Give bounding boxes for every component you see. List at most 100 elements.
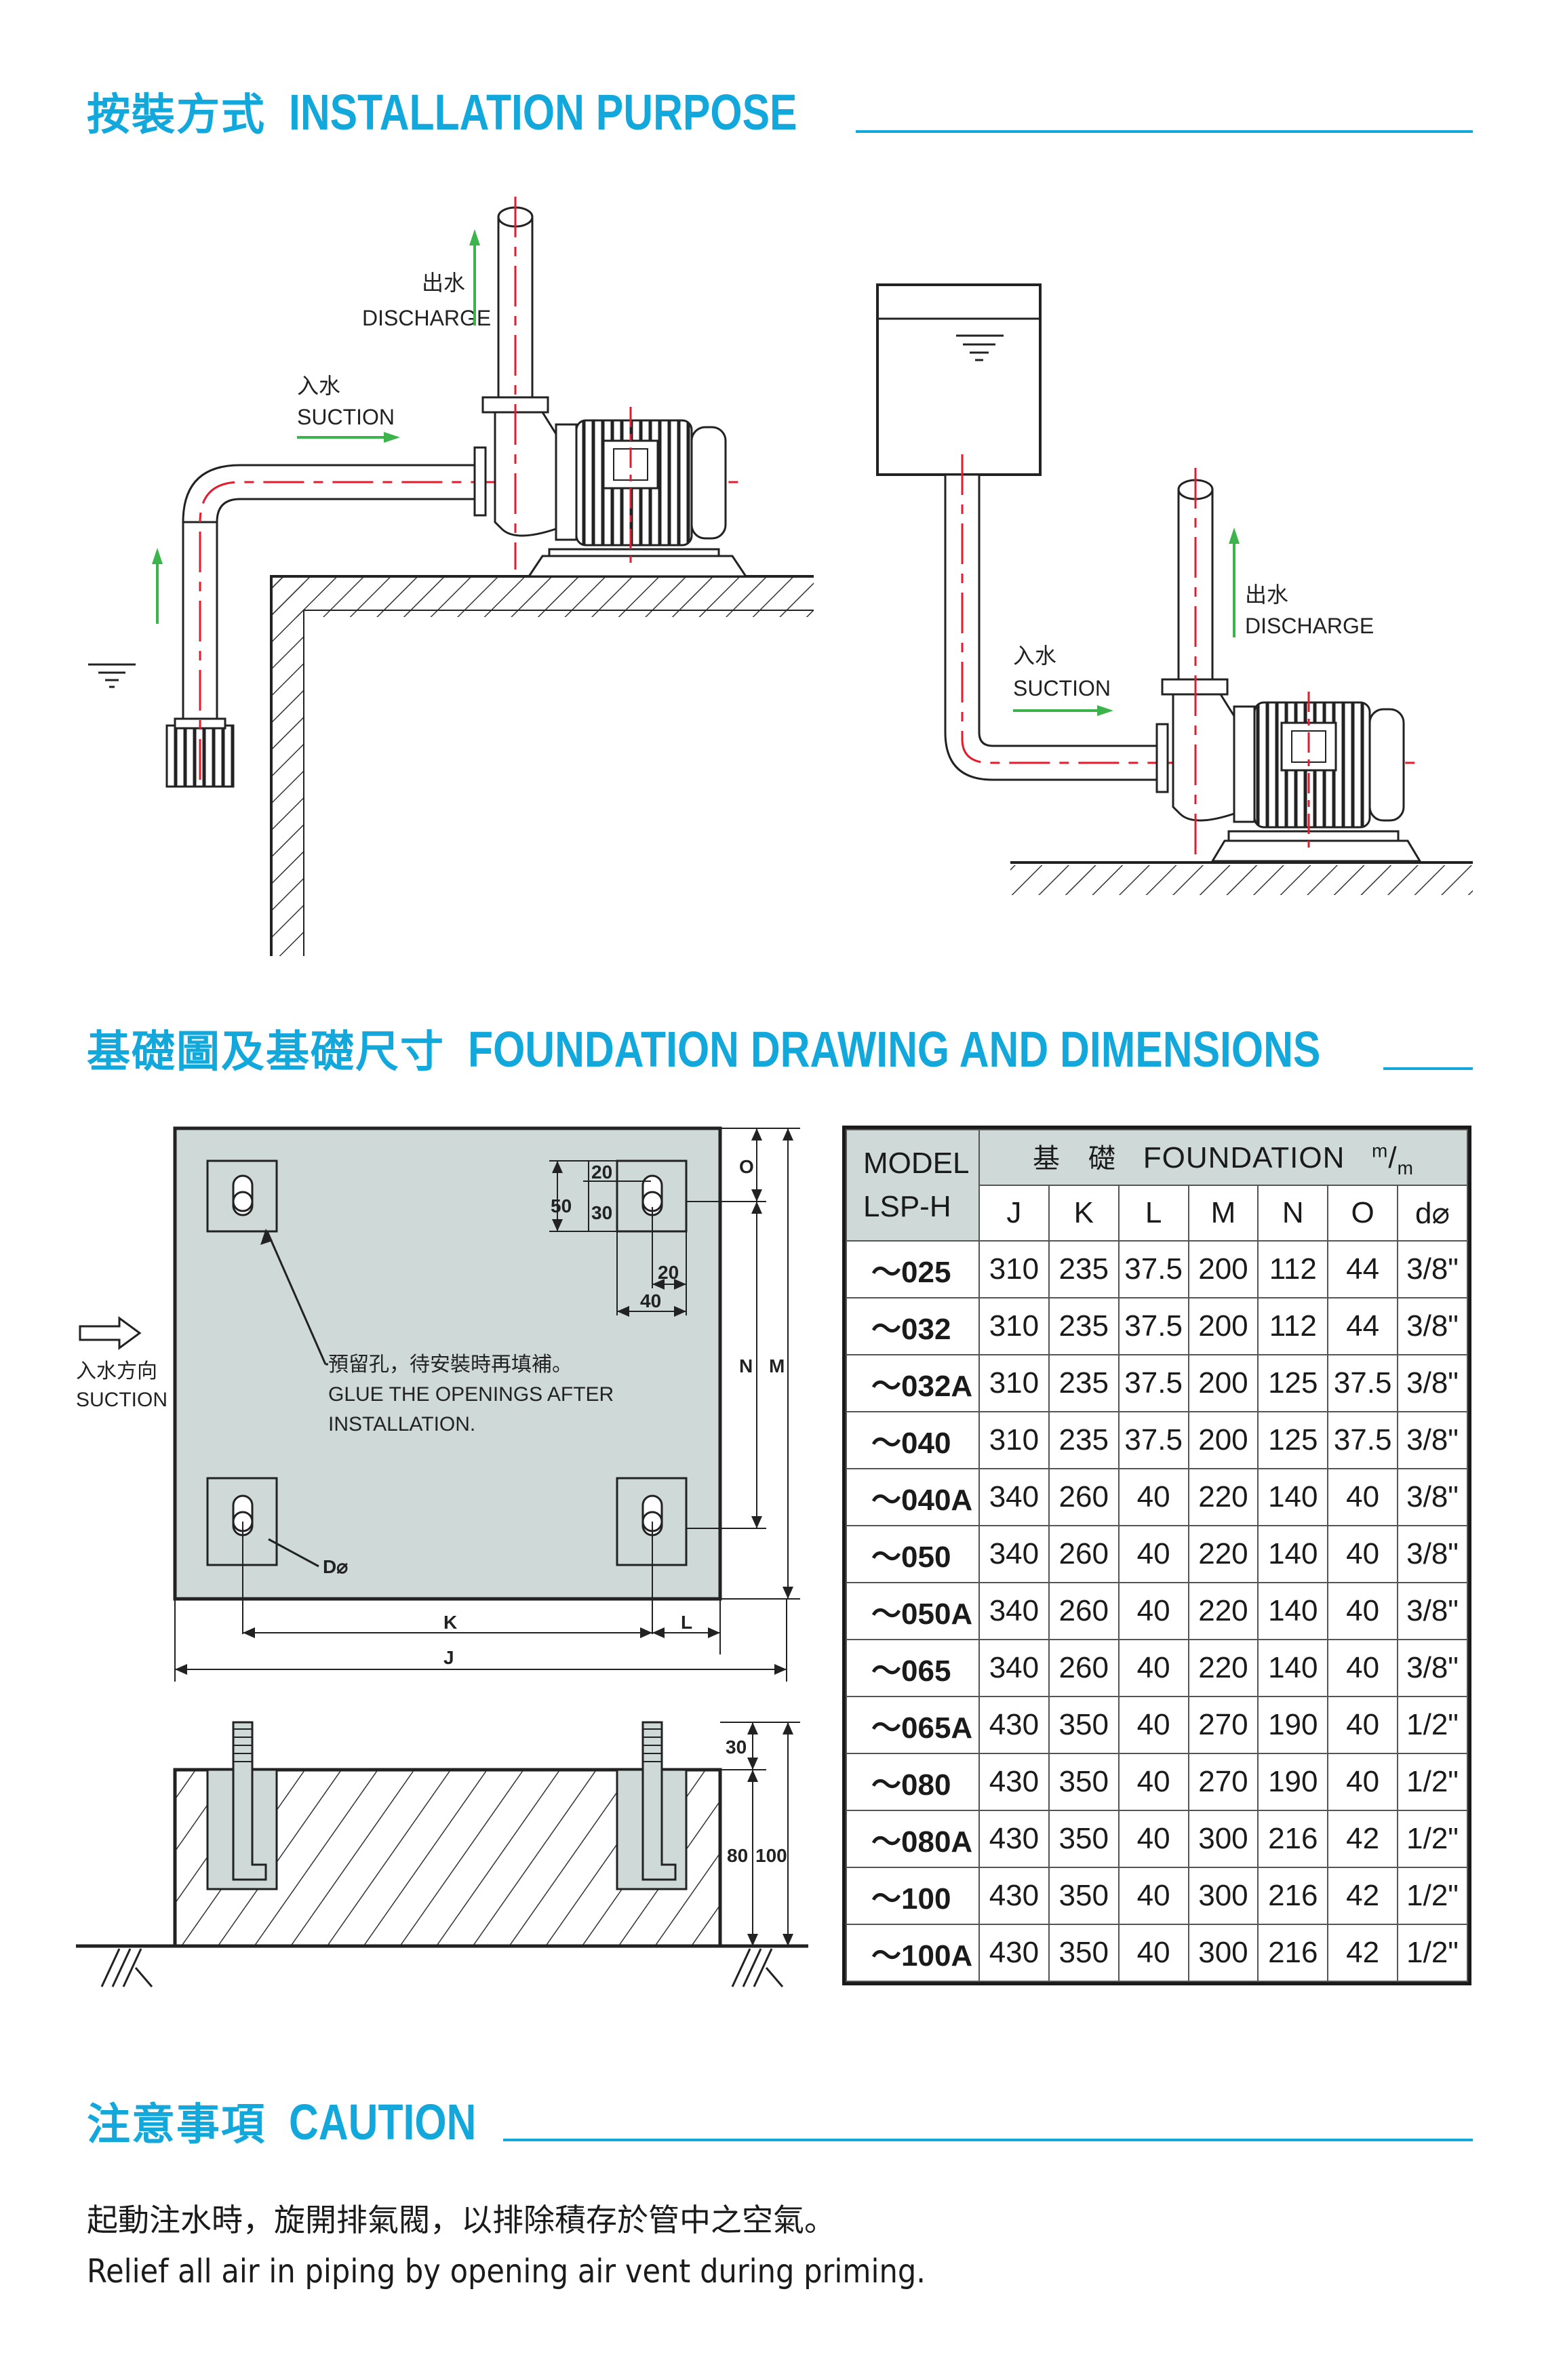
value-cell: 200: [1187, 1239, 1259, 1298]
value-cell: 216: [1257, 1809, 1329, 1868]
left-pump-icon: [473, 396, 748, 578]
value-cell: 340: [978, 1581, 1050, 1640]
value-cell: 40: [1117, 1866, 1189, 1925]
value-cell: 40: [1327, 1524, 1399, 1583]
value-cell: 300: [1187, 1809, 1259, 1868]
value-cell: 40: [1327, 1695, 1399, 1754]
model-cell: ～032A: [846, 1353, 980, 1412]
value-cell: 1/2": [1397, 1923, 1468, 1983]
dim-50: 50: [551, 1195, 572, 1216]
installation-diagram: 入水 SUCTION 出水 DISCHARGE: [88, 197, 1473, 956]
value-cell: 112: [1257, 1239, 1329, 1298]
foundation-rule: [1383, 1067, 1473, 1070]
suction-direction-en: SUCTION: [76, 1389, 167, 1411]
caution-text-zh: 起動注水時，旋開排氣閥，以排除積存於管中之空氣。: [87, 2202, 835, 2238]
value-cell: 125: [1257, 1410, 1329, 1469]
value-cell: 220: [1187, 1581, 1259, 1640]
value-cell: 40: [1117, 1809, 1189, 1868]
installation-heading-zh: 按裝方式: [87, 90, 266, 140]
value-cell: 300: [1187, 1866, 1259, 1925]
col-header-6: d⌀: [1397, 1185, 1468, 1242]
value-cell: 37.5: [1117, 1239, 1189, 1298]
value-cell: 140: [1257, 1524, 1329, 1583]
value-cell: 1/2": [1397, 1809, 1468, 1868]
water-level-icon: [88, 663, 136, 688]
left-up-arrow-icon: [152, 548, 163, 624]
foundation-drawing: 50 20 30 20 40 預留孔，待安裝時再填補。 GLUE THE OPE…: [76, 1126, 808, 1987]
value-cell: 40: [1117, 1752, 1189, 1811]
value-cell: 340: [978, 1467, 1050, 1526]
value-cell: 140: [1257, 1581, 1329, 1640]
value-cell: 40: [1327, 1467, 1399, 1526]
value-cell: 44: [1327, 1296, 1399, 1355]
value-cell: 37.5: [1117, 1296, 1189, 1355]
value-cell: 200: [1187, 1353, 1259, 1412]
value-cell: 220: [1187, 1467, 1259, 1526]
model-header: MODEL LSP-H: [846, 1129, 980, 1242]
value-cell: 300: [1187, 1923, 1259, 1983]
value-cell: 40: [1117, 1923, 1189, 1983]
model-header-line1: MODEL: [863, 1146, 970, 1180]
value-cell: 235: [1048, 1239, 1120, 1298]
col-header-2: L: [1117, 1185, 1189, 1242]
model-header-line2: LSP-H: [863, 1189, 951, 1223]
value-cell: 37.5: [1117, 1353, 1189, 1412]
value-cell: 140: [1257, 1467, 1329, 1526]
value-cell: 220: [1187, 1524, 1259, 1583]
dim-40: 40: [640, 1290, 661, 1311]
value-cell: 350: [1048, 1809, 1120, 1868]
dim-n-label: N: [739, 1355, 753, 1376]
value-cell: 1/2": [1397, 1752, 1468, 1811]
col-header-4: N: [1257, 1185, 1329, 1242]
value-cell: 260: [1048, 1581, 1120, 1640]
value-cell: 310: [978, 1296, 1050, 1355]
left-suction-arrow-icon: [297, 432, 400, 443]
value-cell: 190: [1257, 1695, 1329, 1754]
value-cell: 216: [1257, 1923, 1329, 1983]
anchor-pocket-top-left: [206, 1159, 278, 1233]
value-cell: 3/8": [1397, 1638, 1468, 1697]
value-cell: 125: [1257, 1353, 1329, 1412]
model-cell: ～050A: [846, 1581, 980, 1640]
value-cell: 340: [978, 1638, 1050, 1697]
value-cell: 3/8": [1397, 1239, 1468, 1298]
value-cell: 40: [1327, 1581, 1399, 1640]
dim-l-label: L: [681, 1612, 692, 1633]
right-suction-label-zh: 入水: [1013, 643, 1056, 668]
value-cell: 235: [1048, 1410, 1120, 1469]
value-cell: 40: [1117, 1467, 1189, 1526]
model-cell: ～025: [846, 1239, 980, 1298]
model-cell: ～040: [846, 1410, 980, 1469]
value-cell: 3/8": [1397, 1581, 1468, 1640]
right-discharge-label-zh: 出水: [1245, 582, 1288, 607]
installation-heading-en: INSTALLATION PURPOSE: [289, 84, 797, 140]
dim-80: 80: [727, 1845, 748, 1866]
caution-text-en: Relief all air in piping by opening air …: [87, 2253, 926, 2290]
value-cell: 112: [1257, 1296, 1329, 1355]
foundation-header-en: FOUNDATION: [1143, 1141, 1345, 1174]
right-installation: 入水 SUCTION 出水 DISCHARGE: [876, 283, 1473, 895]
left-discharge-arrow-icon: [469, 229, 480, 325]
value-cell: 3/8": [1397, 1353, 1468, 1412]
value-cell: 430: [978, 1866, 1050, 1925]
dim-m-label: M: [769, 1355, 785, 1376]
model-cell: ～050: [846, 1524, 980, 1583]
foundation-heading-zh: 基礎圖及基礎尺寸: [87, 1027, 445, 1077]
model-cell: ～040A: [846, 1467, 980, 1526]
foundation-heading: 基礎圖及基礎尺寸 FOUNDATION DRAWING AND DIMENSIO…: [87, 1017, 1507, 1079]
note-zh: 預留孔，待安裝時再填補。: [328, 1353, 572, 1376]
value-cell: 190: [1257, 1752, 1329, 1811]
installation-rule: [856, 130, 1473, 133]
